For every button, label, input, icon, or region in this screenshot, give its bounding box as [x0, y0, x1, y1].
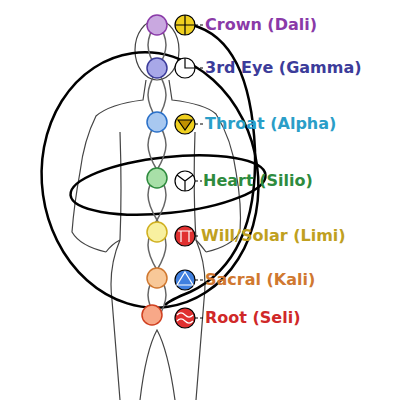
chakra-label: Will/Solar (Limi): [201, 226, 346, 246]
chakra-label: Crown (Dali): [205, 15, 317, 35]
chakra-label: Throat (Alpha): [205, 114, 336, 134]
chakra-label: Sacral (Kali): [205, 270, 315, 290]
chakra-label: Heart (Silio): [203, 171, 313, 191]
chakra-label: 3rd Eye (Gamma): [205, 58, 362, 78]
chakra-point: [142, 15, 167, 325]
chakra-label: Root (Seli): [205, 308, 301, 328]
chakra-symbol: [175, 15, 195, 328]
double-helix: [148, 20, 166, 320]
leader-line: [195, 25, 204, 318]
